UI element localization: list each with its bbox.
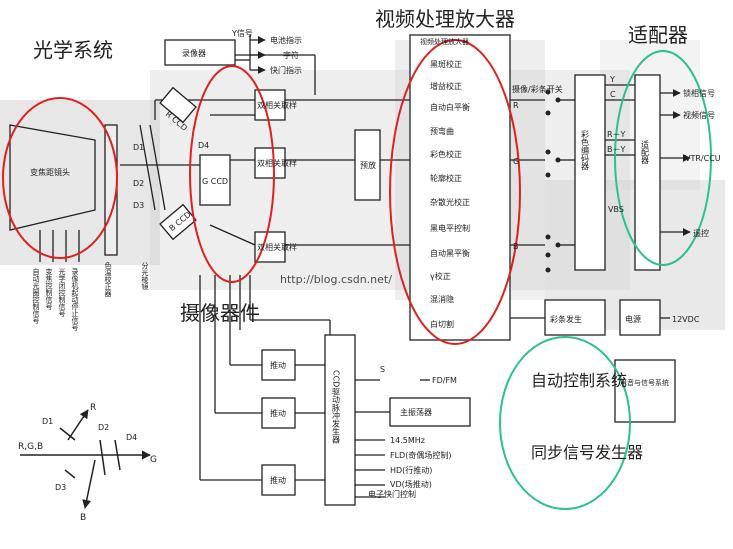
vlabel-1: 自动光圈控制信号	[32, 267, 40, 325]
annotation-video-amp: 视频处理放大器	[375, 7, 515, 31]
s-label: S	[380, 365, 385, 374]
annotation-imager: 摄像器件	[180, 301, 260, 325]
lock-sig-label: 锁相信号	[683, 88, 715, 98]
small-b-label: B	[80, 513, 86, 523]
small-d2-label: D2	[98, 423, 109, 432]
vbs-label: VBS	[608, 205, 624, 214]
annotation-auto-ctrl: 自动控制系统	[531, 371, 627, 390]
small-prism-diagram	[20, 409, 151, 509]
proc-item: 自动黑平衡	[430, 248, 470, 258]
preamp-label: 预放	[360, 160, 376, 170]
d4-label: D4	[198, 141, 209, 150]
mhz-label: 14.5MHz	[390, 436, 425, 445]
annotation-optics: 光学系统	[33, 38, 113, 62]
watermark: http://blog.csdn.net/	[280, 273, 392, 286]
audio-label: 声音与信号系统	[620, 378, 669, 387]
highlight-ellipses	[2, 39, 712, 510]
block-outlines	[9, 34, 676, 506]
proc-item: 黑电平控制	[430, 223, 470, 233]
zoom-lens-label: 变焦距镜头	[30, 167, 70, 177]
small-d3-label: D3	[55, 483, 66, 492]
hd-label: HD(行推动)	[390, 465, 432, 475]
shadow-gen-label: 彩条发生	[550, 314, 582, 324]
master-osc-label: 主振荡器	[400, 407, 432, 417]
recorder-label: 录像器	[182, 48, 206, 58]
small-rgb-label: R,G,B	[18, 442, 43, 452]
proc-item: 混消隐	[430, 294, 454, 304]
ccd-pulse-label: CCD驱动脉冲发生器	[332, 370, 341, 444]
adapter-box-label: 适配器	[641, 139, 650, 165]
drv1-label: 推动	[270, 360, 286, 370]
small-r-label: R	[90, 403, 96, 413]
drv3-label: 推动	[270, 475, 286, 485]
cds1-label: 双相关取样	[257, 100, 297, 110]
d2-label: D2	[133, 179, 144, 188]
proc-item: 轮廓校正	[430, 173, 462, 183]
small-g-label: G	[150, 455, 157, 465]
cds3-label: 双相关取样	[257, 242, 297, 252]
power-label: 电源	[625, 314, 641, 324]
y-label: Y	[609, 75, 615, 84]
signal-lines	[39, 35, 691, 498]
proc-item: 黑斑校正	[430, 59, 462, 69]
dc12-label: 12VDC	[672, 315, 700, 324]
imager-ellipse	[189, 65, 275, 283]
proc-item: 白切割	[430, 319, 454, 329]
processing-items: 视频处理放大器 黑斑校正 增益校正 自动白平衡 预弯曲 彩色校正 轮廓校正 杂散…	[420, 37, 470, 329]
small-d1-label: D1	[42, 417, 53, 426]
proc-item: 增益校正	[430, 81, 462, 91]
prism-sketch	[120, 86, 200, 241]
d3-label: D3	[133, 201, 144, 210]
vd-label: VD(场推动)	[390, 479, 432, 489]
proc-item: 自动白平衡	[430, 102, 470, 112]
cds2-label: 双相关取样	[257, 158, 297, 168]
signal-labels: Y信号 电池指示 字符 快门指示 摄像/彩条开关 R G B Y C R－Y B…	[18, 28, 721, 523]
gccd-label: G CCD	[202, 177, 228, 186]
annotation-sync-gen: 同步信号发生器	[531, 443, 643, 462]
vlabel-3: 光学闭控制信号	[58, 267, 66, 318]
battery-label: 电池指示	[270, 35, 302, 45]
vlabel-5: 色温校正器	[104, 261, 112, 298]
fld-label: FLD(奇偶场控制)	[390, 450, 451, 460]
fdfm-label: FD/FM	[432, 376, 457, 385]
shutter-ctrl-label: 电子快门控制	[368, 489, 416, 499]
proc-item: 彩色校正	[430, 149, 462, 159]
optics-ellipse	[2, 97, 118, 259]
enc-label: 彩色编码器	[581, 129, 590, 171]
char-label: 字符	[283, 50, 299, 60]
b-in-label: B	[513, 242, 519, 251]
small-d4-label: D4	[126, 433, 137, 442]
vlabel-4: 录像机起动停止信号	[71, 268, 79, 332]
vlabel-2: 变焦控制信号	[45, 267, 53, 311]
shutter-ind-label: 快门指示	[270, 65, 302, 75]
vlabel-6: 分光棱镜	[141, 261, 149, 291]
g-in-label: G	[513, 157, 519, 166]
by-label: B－Y	[607, 145, 625, 154]
video-sig-label: 视频信号	[683, 110, 715, 120]
proc-header: 视频处理放大器	[420, 37, 469, 46]
adapter-ellipse	[614, 50, 712, 266]
vertical-signal-labels: 自动光圈控制信号 变焦控制信号 光学闭控制信号 录像机起动停止信号 色温校正器 …	[32, 261, 149, 332]
control-sync-ellipse	[499, 336, 631, 510]
vtr-label: VTR/CCU	[685, 154, 721, 163]
drv2-label: 推动	[270, 408, 286, 418]
r-in-label: R	[513, 101, 519, 110]
video-amp-ellipse	[389, 39, 521, 345]
proc-item: 杂散光校正	[430, 197, 470, 207]
d1-label: D1	[133, 143, 144, 152]
proc-item: γ校正	[430, 271, 451, 281]
proc-item: 预弯曲	[430, 126, 454, 136]
rec-switch-label: 摄像/彩条开关	[512, 84, 563, 94]
ry-label: R－Y	[607, 130, 626, 139]
annotation-adapter: 适配器	[628, 23, 688, 47]
remote-label: 遥控	[693, 228, 709, 238]
y-signal-label: Y信号	[231, 28, 253, 38]
c-label: C	[610, 90, 616, 99]
switch-contacts	[545, 89, 561, 273]
